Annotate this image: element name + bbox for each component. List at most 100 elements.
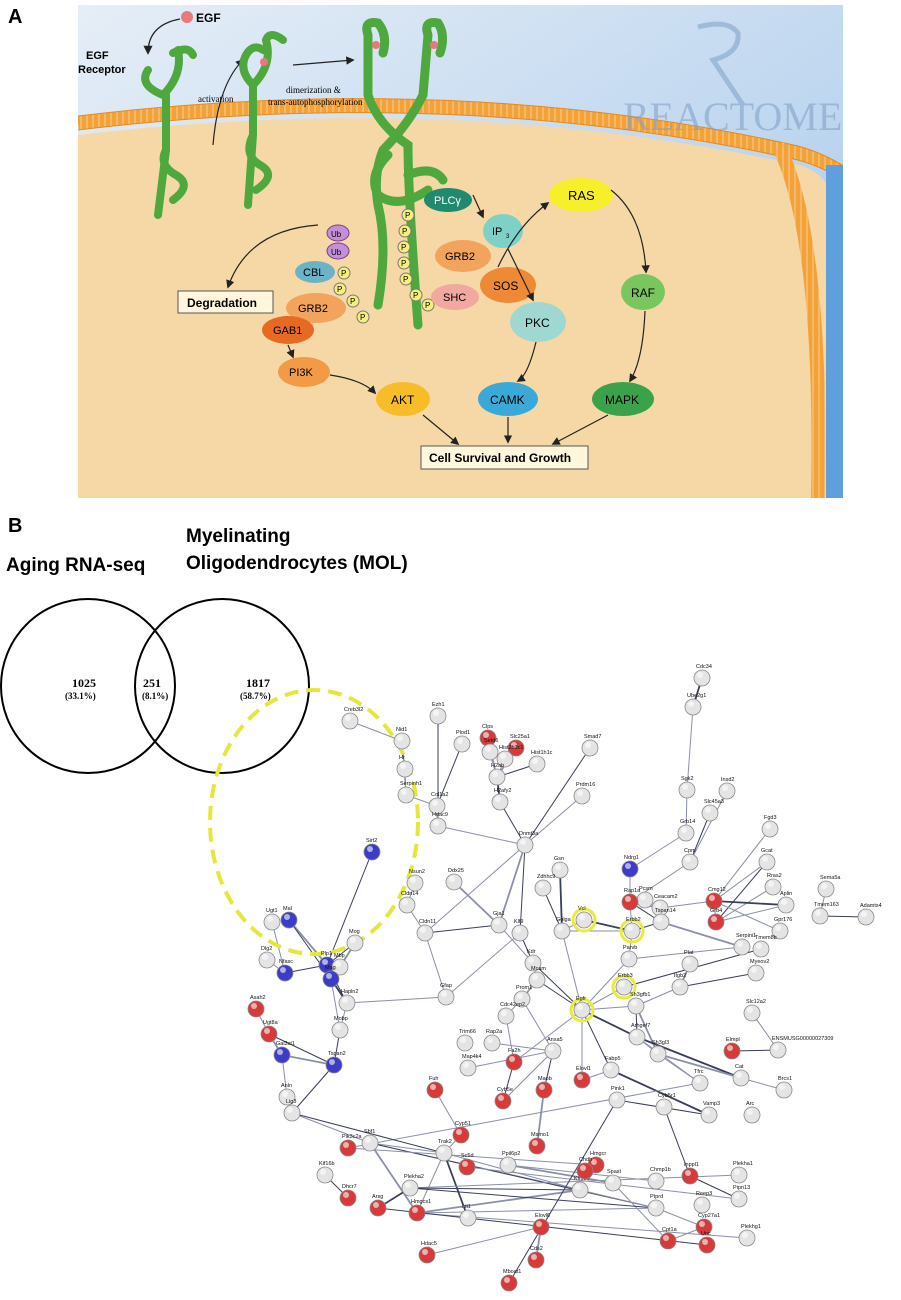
- network-node-label: Cldn14: [401, 891, 418, 897]
- network-node: Plekha2: [401, 1174, 424, 1197]
- network-node-ring: [611, 974, 637, 1000]
- network-node-highlight: [675, 981, 681, 987]
- network-edge: [330, 978, 341, 1031]
- svg-text:RAF: RAF: [631, 286, 655, 300]
- network-node-label: Cmg12: [708, 887, 726, 893]
- network-node: Elovl1: [573, 1066, 591, 1089]
- network-node-highlight: [430, 1084, 436, 1090]
- network-node: Gsn: [551, 856, 569, 879]
- network-node: Nsun2: [406, 869, 425, 892]
- network-node-label: Hdac9: [432, 812, 448, 818]
- network-node-label: Ube2g1: [687, 693, 706, 699]
- network-node-circle: [621, 860, 639, 878]
- network-node-highlight: [695, 1077, 701, 1083]
- network-node: Rap2a: [483, 1029, 503, 1052]
- network-node-circle: [678, 781, 696, 799]
- network-node: Nfasc: [276, 959, 294, 982]
- network-node-highlight: [747, 1109, 753, 1115]
- network-edge: [453, 881, 500, 926]
- network-edge: [498, 844, 526, 926]
- network-node-label: Brcs1: [778, 1076, 792, 1082]
- network-node-highlight: [625, 896, 631, 902]
- network-node: Egfr: [569, 996, 595, 1023]
- network-node-circle: [761, 820, 779, 838]
- network-node-highlight: [536, 1221, 542, 1227]
- network-node-label: Slc25a1: [510, 734, 530, 740]
- network-edge: [579, 1189, 657, 1209]
- network-edge: [416, 1207, 657, 1214]
- network-node-circle: [758, 853, 776, 871]
- network-node-circle: [743, 1106, 761, 1124]
- right-pct: (58.7%): [240, 691, 271, 701]
- network-node: Cyp27a1: [695, 1213, 720, 1236]
- network-node-highlight: [449, 876, 455, 882]
- network-node: Ube2g1: [684, 693, 706, 716]
- network-node: Mbp: [331, 953, 349, 976]
- network-node-label: Kdr: [527, 949, 536, 955]
- network-edge: [369, 1142, 445, 1154]
- network-edge: [491, 1042, 554, 1052]
- node-akt: AKT: [376, 382, 430, 416]
- network-node-circle: [732, 1069, 750, 1087]
- network-edge: [424, 844, 526, 934]
- network-node-highlight: [627, 925, 633, 931]
- network-edge: [326, 851, 373, 966]
- network-edge: [686, 706, 694, 791]
- network-node-label: Anln: [281, 1083, 292, 1089]
- network-edge: [434, 1089, 462, 1136]
- network-node-label: Golga: [556, 917, 572, 923]
- svg-text:PI3K: PI3K: [289, 367, 314, 379]
- svg-text:IP: IP: [492, 226, 502, 238]
- network-node-highlight: [532, 974, 538, 980]
- network-node-label: Cyp27a1: [698, 1213, 720, 1219]
- network-node: Cds2: [527, 1246, 545, 1269]
- svg-text:PLCγ: PLCγ: [434, 195, 461, 207]
- network-node-circle: [621, 893, 639, 911]
- egf-receptor-inactive: [141, 45, 197, 219]
- network-node-circle: [488, 768, 506, 786]
- svg-text:REACTOME: REACTOME: [623, 94, 842, 139]
- network-edge: [715, 861, 768, 923]
- network-node-highlight: [651, 1175, 657, 1181]
- network-node-circle: [429, 707, 447, 725]
- network-node-label: Arhgef7: [631, 1023, 650, 1029]
- degradation-box: Degradation: [177, 290, 274, 314]
- svg-text:P: P: [360, 313, 365, 322]
- network-node-circle: [655, 1098, 673, 1116]
- network-node: Prom1: [513, 985, 532, 1008]
- network-node-circle: [647, 1199, 665, 1217]
- network-node: Sirt2: [363, 838, 381, 861]
- network-edge: [281, 1054, 335, 1066]
- network-node-highlight: [282, 1091, 288, 1097]
- network-node-label: Gfap: [440, 983, 452, 989]
- network-node-highlight: [775, 925, 781, 931]
- network-node-highlight: [682, 784, 688, 790]
- network-node-circle: [273, 1046, 291, 1064]
- network-node-circle: [429, 817, 447, 835]
- network-node: Tmem8b: [752, 935, 777, 958]
- network-node-circle: [396, 760, 414, 778]
- network-node-circle: [581, 739, 599, 757]
- network-node: Sh3gl3: [649, 1040, 669, 1063]
- set-left-label: Aging RNA-seq: [6, 555, 145, 576]
- network-node: Trim66: [456, 1029, 476, 1052]
- network-node-highlight: [400, 763, 406, 769]
- svg-text:Ub: Ub: [331, 230, 342, 239]
- network-node-circle: [707, 913, 725, 931]
- network-edge: [715, 886, 774, 923]
- network-node-label: Pik3c2a: [342, 1134, 363, 1140]
- network-node-circle: [777, 896, 795, 914]
- network-node-label: Cdc34: [696, 664, 712, 670]
- network-node-label: Hmgcs1: [411, 1199, 431, 1205]
- network-node-highlight: [640, 894, 646, 900]
- network-node-label: Vcl: [578, 906, 586, 912]
- network-node: Rras2: [764, 873, 782, 896]
- network-node-highlight: [577, 1074, 583, 1080]
- network-node-circle: [511, 924, 529, 942]
- network-node-circle: [693, 669, 711, 687]
- network-node-circle: [764, 878, 782, 896]
- network-node-highlight: [751, 967, 757, 973]
- network-node-label: Cyb5e: [497, 1087, 513, 1093]
- network-node-circle: [604, 1174, 622, 1192]
- network-edge: [288, 919, 328, 966]
